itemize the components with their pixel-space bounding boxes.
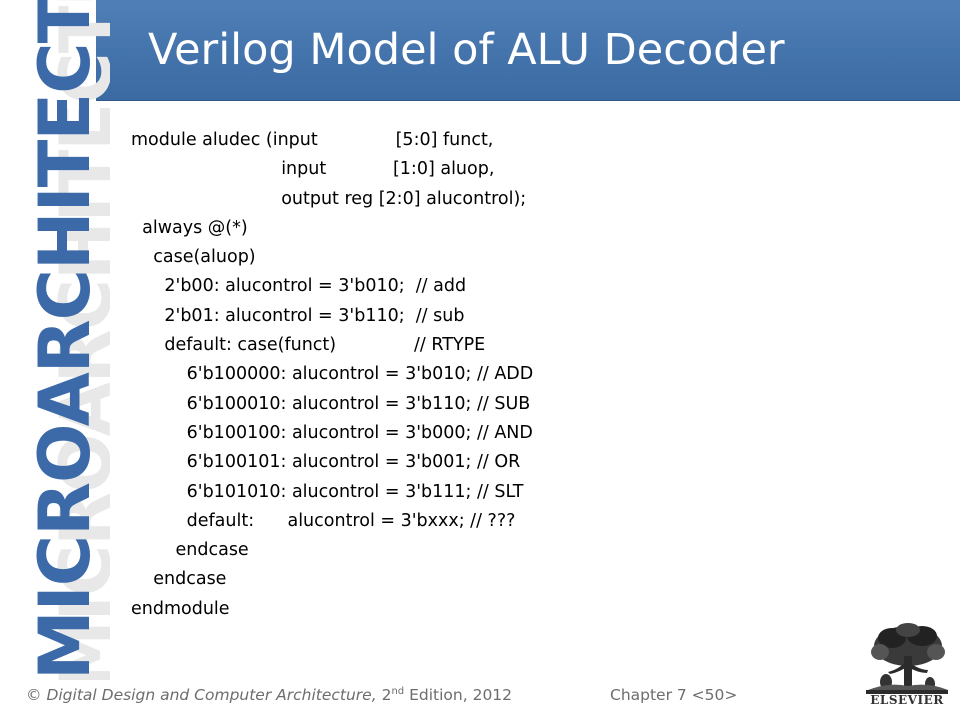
side-banner-text: MICROARCHITECTURE [24,0,106,680]
code-line: 6'b100101: alucontrol = 3'b001; // OR [131,452,521,473]
code-line: endmodule [131,598,230,619]
publisher-name: ELSEVIER [870,693,944,707]
code-line: 6'b100000: alucontrol = 3'b010; // ADD [131,364,534,385]
edition-year: Edition, 2012 [409,686,513,705]
side-banner: MICROARCHITECTURE MICROARCHITECTURE [0,0,110,680]
code-block: module aludec (input [5:0] funct, input … [131,126,533,624]
book-title: Digital Design and Computer Architecture… [46,686,377,705]
code-line: 6'b100010: alucontrol = 3'b110; // SUB [131,393,531,414]
title-bar [96,0,960,101]
code-line: module aludec (input [5:0] funct, [131,130,494,150]
code-line: default: case(funct) // RTYPE [131,335,486,356]
chapter-page-number: Chapter 7 <50> [610,686,738,704]
code-line: 2'b00: alucontrol = 3'b010; // add [131,276,467,297]
code-line: output reg [2:0] alucontrol); [131,188,527,209]
code-line: 6'b101010: alucontrol = 3'b111; // SLT [131,481,524,502]
footer-credit: © Digital Design and Computer Architectu… [26,686,512,704]
elsevier-tree-logo [858,620,956,712]
code-line: 6'b100100: alucontrol = 3'b000; // AND [131,422,533,443]
code-line: endcase [131,540,249,561]
slide-title: Verilog Model of ALU Decoder [148,25,785,75]
code-line: 2'b01: alucontrol = 3'b110; // sub [131,305,465,326]
code-line: input [1:0] aluop, [131,159,495,180]
code-line: endcase [131,569,227,590]
code-line: case(aluop) [131,247,256,268]
code-line: default: alucontrol = 3'bxxx; // ??? [131,510,516,531]
code-line: always @(*) [131,217,248,238]
edition-number: 2 [381,686,392,705]
copyright-symbol: © [26,686,42,705]
edition-superscript: nd [391,686,405,697]
